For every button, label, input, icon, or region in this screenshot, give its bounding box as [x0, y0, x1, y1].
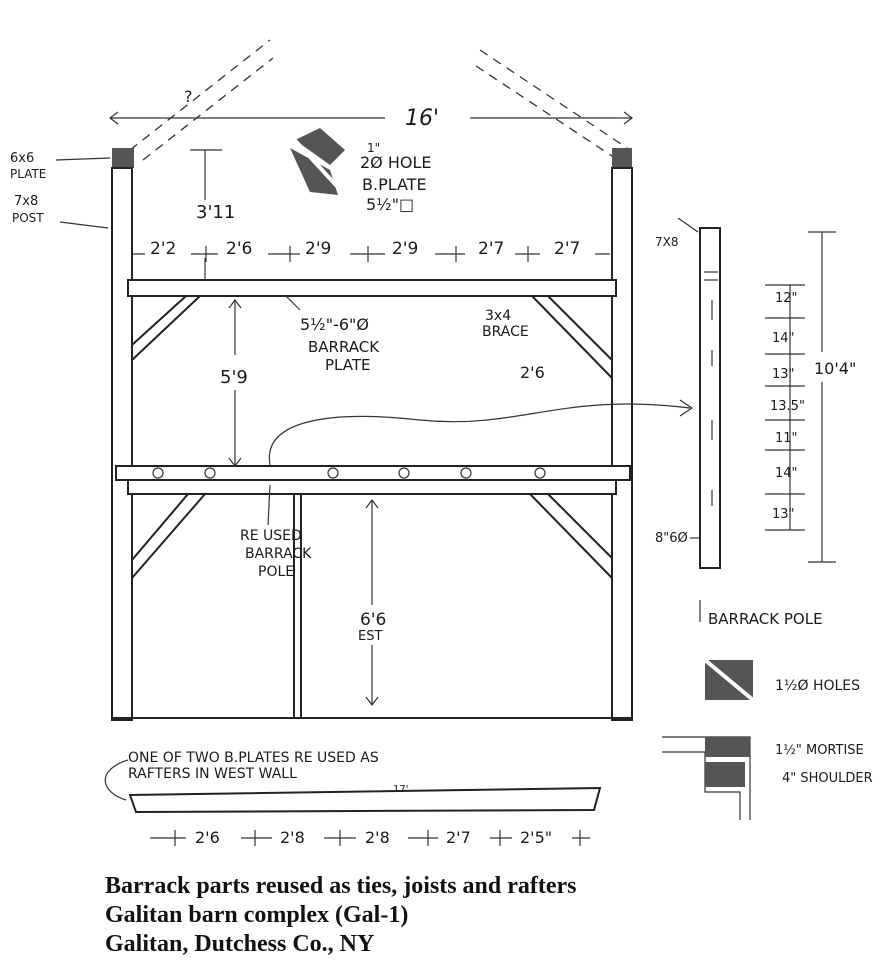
pole-seg-3: 13"	[772, 367, 795, 382]
brace-size: 3x4	[485, 308, 511, 324]
span-5: 2'7	[478, 239, 504, 259]
upper-tie-beam	[127, 279, 617, 297]
brace-word: BRACE	[482, 324, 529, 340]
pole-diameter: 8"6Ø	[655, 531, 688, 546]
mortise-label: 1½" MORTISE	[775, 743, 864, 758]
post-word-label: POST	[12, 211, 44, 225]
barrack-pole	[699, 227, 721, 569]
rafter-span-2: 2'8	[280, 828, 305, 847]
caption-line-2: Galitan barn complex (Gal-1)	[105, 902, 409, 928]
barrack-plate-label-2: PLATE	[325, 356, 370, 374]
plate-word-label: PLATE	[10, 167, 46, 181]
hole-label: 2Ø HOLE	[360, 153, 432, 172]
rafter-span-3: 2'8	[365, 828, 390, 847]
roof-outline	[129, 39, 631, 161]
reused-label-1: RE USED	[240, 528, 302, 544]
barrack-plate-label-1: BARRACK	[308, 338, 380, 356]
left-post	[111, 167, 133, 721]
reused-label-3: POLE	[258, 564, 294, 580]
span-4: 2'9	[392, 239, 418, 259]
left-plate	[112, 148, 134, 168]
span-2: 2'6	[226, 239, 252, 259]
pole-arrow	[268, 403, 691, 466]
lower-braces	[131, 493, 613, 581]
pole-seg-2: 14"	[772, 331, 795, 346]
pole-top-size: 7X8	[655, 235, 679, 249]
joist-row	[115, 465, 631, 481]
brace-length: 2'6	[520, 363, 545, 382]
span-3: 2'9	[305, 239, 331, 259]
upper-braces	[131, 295, 613, 381]
rafter-span-1: 2'6	[195, 828, 220, 847]
shoulder-label: 4" SHOULDER	[782, 771, 873, 786]
pole-total-label: 10'4"	[814, 359, 856, 378]
pole-seg-7: 13"	[772, 507, 795, 522]
pole-seg-4: 13.5"	[770, 399, 805, 414]
pole-seg-6: 14"	[775, 466, 798, 481]
barrack-plate-size: 5½"-6"Ø	[300, 315, 369, 334]
post-size-label: 7x8	[14, 194, 38, 209]
reused-label-2: BARRACK	[245, 546, 312, 562]
b-plate-size-label: 5½"□	[366, 195, 414, 214]
width-dimension	[109, 111, 633, 125]
rafter-length: 17'	[393, 784, 408, 795]
dim-3-11	[190, 149, 222, 280]
pole-seg-5: 11"	[775, 431, 798, 446]
lower-tie-beam	[127, 479, 617, 495]
ridge-question: ?	[184, 87, 193, 106]
b-plate-label: B.PLATE	[362, 175, 427, 194]
dim-6-6-label: 6'6	[360, 610, 386, 630]
dim-5-9-label: 5'9	[220, 367, 248, 388]
right-plate	[612, 148, 632, 168]
dim-5-9	[228, 299, 242, 467]
rafter-note-2: RAFTERS IN WEST WALL	[128, 766, 297, 782]
dim-3-11-label: 3'11	[196, 202, 235, 223]
rafter-note-1: ONE OF TWO B.PLATES RE USED AS	[128, 750, 379, 766]
pole-seg-1: 12"	[775, 291, 798, 306]
est-label: EST	[358, 629, 382, 644]
width-label: 16'	[405, 106, 439, 131]
joist-notches	[152, 467, 546, 479]
pole-segment-dims	[765, 284, 805, 531]
right-post	[611, 167, 633, 721]
hole-detail	[703, 658, 755, 702]
span-1: 2'2	[150, 239, 176, 259]
barrack-pole-caption: BARRACK POLE	[708, 610, 823, 628]
caption-line-1: Barrack parts reused as ties, joists and…	[105, 873, 577, 899]
holes-label: 1½Ø HOLES	[775, 678, 860, 694]
mortise-detail	[662, 736, 751, 820]
span-dimension-line	[132, 246, 610, 262]
rafter-span-4: 2'7	[446, 828, 471, 847]
rafter-span-5: 2'5"	[520, 828, 552, 847]
plate-size-label: 6x6	[10, 151, 34, 166]
hole-top-label: 1"	[367, 141, 380, 155]
b-plate-section	[288, 128, 347, 197]
pole-total-dim	[808, 231, 836, 563]
span-6: 2'7	[554, 239, 580, 259]
dim-6-6	[365, 499, 379, 706]
caption-line-3: Galitan, Dutchess Co., NY	[105, 931, 375, 957]
